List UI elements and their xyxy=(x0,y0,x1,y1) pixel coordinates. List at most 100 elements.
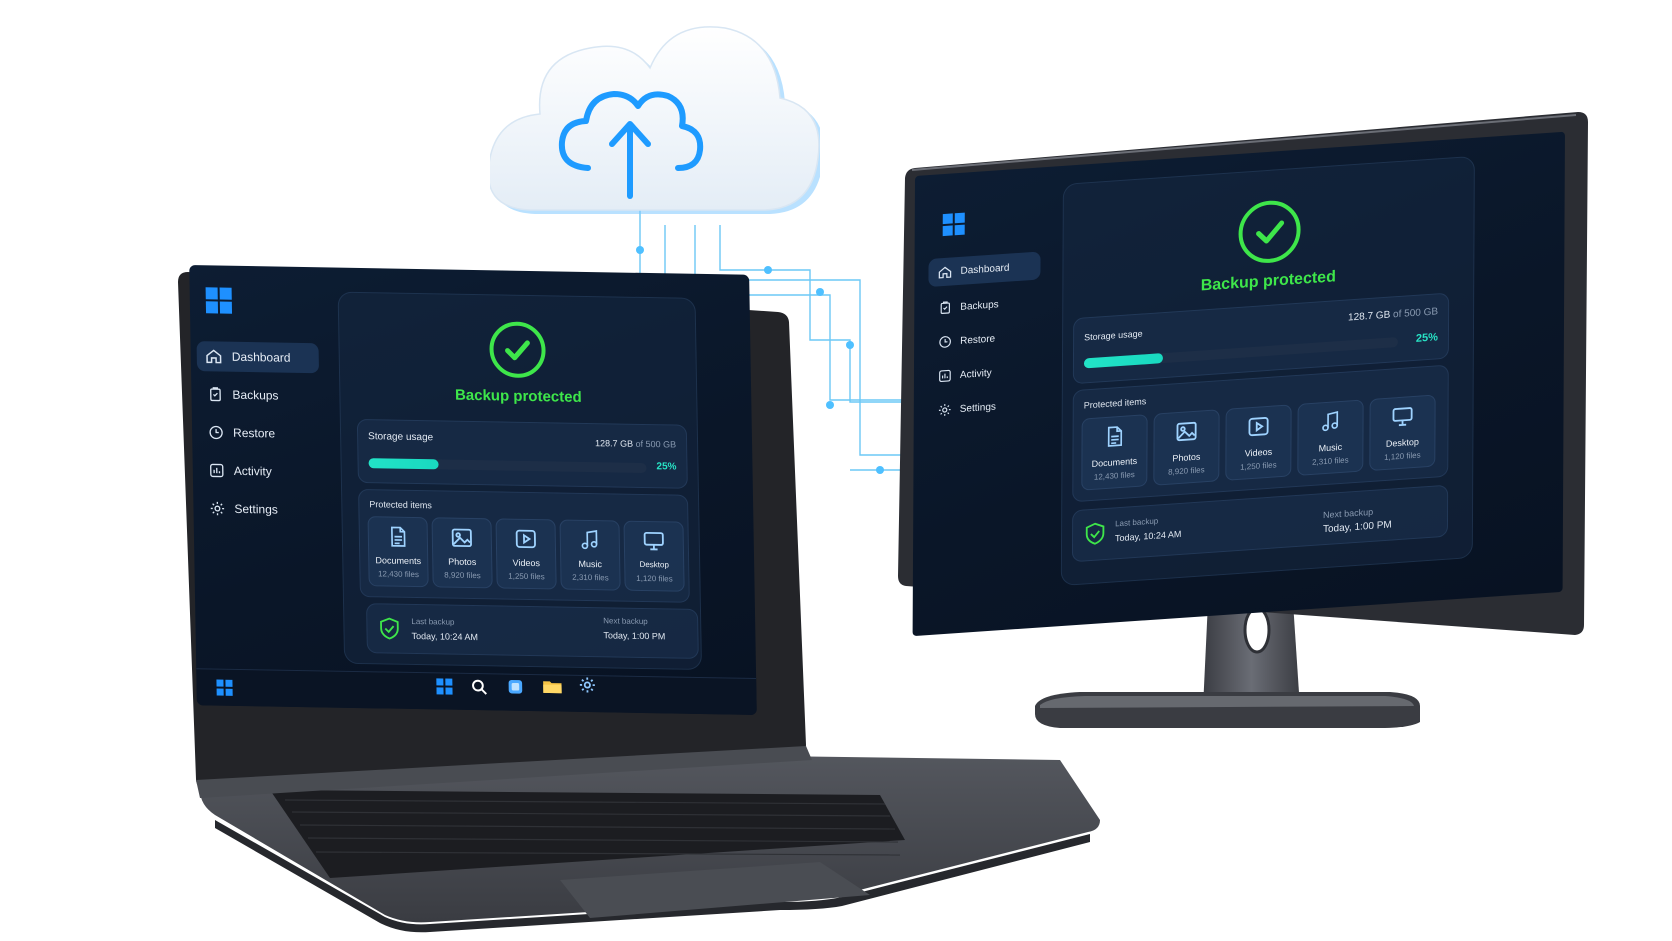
backup-status-title: Backup protected xyxy=(454,386,582,406)
monitor-screen: Dashboard Backups Restore Activity Setti… xyxy=(912,131,1565,637)
shield-check-icon xyxy=(380,617,399,640)
sidebar-item-restore[interactable]: Restore xyxy=(928,321,1040,357)
tile-name: Music xyxy=(578,558,603,570)
tile-name: Videos xyxy=(1244,446,1273,459)
clipboard-icon xyxy=(210,387,221,402)
dashboard-panel: Backup protected Storage usage 128.7 GB … xyxy=(1060,155,1475,587)
clock-icon xyxy=(209,425,223,440)
shield-check-icon xyxy=(1085,522,1105,545)
gear-icon xyxy=(938,404,951,416)
sidebar-item-restore[interactable]: Restore xyxy=(198,417,321,449)
sidebar-item-dashboard[interactable]: Dashboard xyxy=(928,251,1041,288)
tile-name: Desktop xyxy=(639,559,669,570)
tile-desktop[interactable]: Desktop 1,120 files xyxy=(1369,394,1436,472)
sidebar-item-label: Activity xyxy=(959,367,992,381)
next-backup-value: Today, 1:00 PM xyxy=(1322,519,1392,536)
dashboard-panel: Backup protected Storage usage 128.7 GB … xyxy=(337,291,703,671)
clock-icon xyxy=(939,336,951,348)
last-backup-label: Last backup xyxy=(1115,516,1159,529)
storage-usage-card: Storage usage 128.7 GB of 500 GB 25% xyxy=(356,418,688,489)
music-note-icon xyxy=(1322,410,1339,432)
search-icon[interactable] xyxy=(470,678,488,696)
last-backup-label: Last backup xyxy=(411,616,455,627)
tile-count: 1,250 files xyxy=(1240,460,1277,472)
tile-music[interactable]: Music 2,310 files xyxy=(1297,399,1364,476)
tile-name: Documents xyxy=(1091,455,1138,469)
document-icon xyxy=(1107,426,1123,447)
windows-logo-icon xyxy=(942,212,965,237)
tile-documents[interactable]: Documents 12,430 files xyxy=(1081,414,1148,491)
storage-percent: 25% xyxy=(1415,331,1438,345)
storage-usage-value: 128.7 GB of 500 GB xyxy=(1348,306,1438,323)
tile-name: Photos xyxy=(448,556,477,568)
sidebar-item-dashboard[interactable]: Dashboard xyxy=(196,341,320,374)
windows-logo-icon xyxy=(205,287,233,314)
sidebar-item-settings[interactable]: Settings xyxy=(928,389,1040,425)
video-icon xyxy=(1248,417,1269,437)
storage-progress-fill xyxy=(1083,353,1163,369)
protected-items-label: Protected items xyxy=(369,499,432,511)
home-icon xyxy=(206,349,222,364)
storage-used: 128.7 GB xyxy=(1347,309,1391,324)
video-icon xyxy=(515,529,536,549)
app-window-icon[interactable] xyxy=(506,678,524,696)
tile-desktop[interactable]: Desktop 1,120 files xyxy=(623,520,685,592)
activity-chart-icon xyxy=(939,369,951,383)
windows-start-icon[interactable] xyxy=(436,678,453,695)
sidebar-item-settings[interactable]: Settings xyxy=(199,493,322,525)
tile-name: Videos xyxy=(512,557,541,569)
tile-videos[interactable]: Videos 1,250 files xyxy=(495,518,557,590)
last-backup-value: Today, 10:24 AM xyxy=(411,630,479,643)
tile-count: 2,310 files xyxy=(572,572,609,583)
tile-name: Photos xyxy=(1172,451,1201,464)
tile-photos[interactable]: Photos 8,920 files xyxy=(1153,409,1220,486)
tile-name: Documents xyxy=(375,555,422,567)
cloud-icon xyxy=(490,26,820,214)
upload-cloud-icon xyxy=(558,91,704,199)
image-icon xyxy=(451,528,472,548)
tile-count: 12,430 files xyxy=(1093,470,1135,482)
storage-total: of 500 GB xyxy=(635,438,677,450)
sidebar-item-activity[interactable]: Activity xyxy=(928,355,1040,391)
sidebar-item-backups[interactable]: Backups xyxy=(928,287,1040,323)
tile-name: Music xyxy=(1318,441,1343,454)
music-note-icon xyxy=(581,530,598,550)
storage-total: of 500 GB xyxy=(1393,306,1439,321)
folder-icon[interactable] xyxy=(542,677,562,695)
storage-percent: 25% xyxy=(656,461,677,473)
clipboard-icon xyxy=(940,301,950,314)
laptop-screen: Dashboard Backups Restore Activity Setti… xyxy=(189,265,757,715)
sidebar-item-label: Dashboard xyxy=(231,349,291,365)
sidebar-item-activity[interactable]: Activity xyxy=(199,455,322,487)
next-backup-label: Next backup xyxy=(603,616,648,627)
check-circle-icon xyxy=(1238,198,1301,265)
tile-count: 12,430 files xyxy=(377,569,420,580)
last-backup-value: Today, 10:24 AM xyxy=(1115,528,1182,544)
tile-count: 1,120 files xyxy=(636,573,673,584)
gear-icon xyxy=(210,501,225,516)
sidebar-item-label: Dashboard xyxy=(960,262,1010,277)
sidebar-item-label: Settings xyxy=(234,501,278,517)
storage-used: 128.7 GB xyxy=(594,438,634,449)
gear-icon[interactable] xyxy=(578,676,596,694)
windows-start-icon[interactable] xyxy=(216,679,233,696)
tile-count: 8,920 files xyxy=(444,570,481,581)
sidebar-item-label: Activity xyxy=(233,463,272,479)
tile-music[interactable]: Music 2,310 files xyxy=(559,519,621,591)
document-icon xyxy=(391,526,406,547)
storage-usage-label: Storage usage xyxy=(368,431,434,444)
image-icon xyxy=(1176,421,1197,442)
next-backup-label: Next backup xyxy=(1323,506,1374,521)
backup-schedule-card: Last backup Today, 10:24 AM Next backup … xyxy=(366,603,699,659)
sidebar-item-backups[interactable]: Backups xyxy=(197,379,320,411)
storage-progress-bar xyxy=(1083,337,1398,369)
tile-documents[interactable]: Documents 12,430 files xyxy=(367,516,429,588)
monitor-icon xyxy=(1392,407,1413,427)
taskbar xyxy=(196,668,757,715)
tile-name: Desktop xyxy=(1385,436,1419,449)
tile-videos[interactable]: Videos 1,250 files xyxy=(1225,404,1292,481)
protected-items-card: Protected items Documents 12,430 files P… xyxy=(358,488,690,603)
tile-photos[interactable]: Photos 8,920 files xyxy=(431,517,493,589)
sidebar-item-label: Restore xyxy=(960,333,996,347)
sidebar-item-label: Backups xyxy=(232,387,279,403)
